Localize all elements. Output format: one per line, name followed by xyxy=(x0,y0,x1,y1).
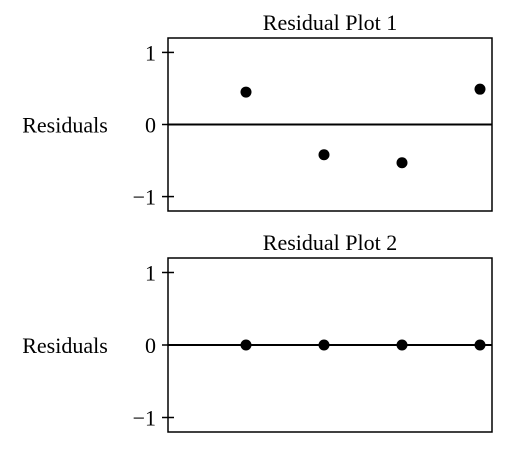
data-point xyxy=(240,339,252,351)
y-axis-label: Residuals xyxy=(22,113,108,138)
y-tick-label: 0 xyxy=(145,113,156,138)
data-point xyxy=(396,339,408,351)
y-tick-label: 1 xyxy=(145,261,156,286)
chart-title: Residual Plot 2 xyxy=(263,230,397,255)
y-tick-label: −1 xyxy=(133,406,156,431)
data-point xyxy=(474,339,486,351)
residual-plot-1: Residual Plot 1 Residuals 1 0 −1 xyxy=(22,10,493,212)
y-axis-label: Residuals xyxy=(22,333,108,358)
data-point xyxy=(318,149,330,161)
data-point xyxy=(474,83,486,95)
y-tick-label: −1 xyxy=(133,185,156,210)
y-tick-label: 1 xyxy=(145,40,156,65)
data-point xyxy=(318,339,330,351)
chart-title: Residual Plot 1 xyxy=(263,10,397,35)
residual-plot-2: Residual Plot 2 Residuals 1 0 −1 xyxy=(22,230,493,433)
data-point xyxy=(240,86,252,98)
data-point xyxy=(396,157,408,169)
y-tick-label: 0 xyxy=(145,333,156,358)
